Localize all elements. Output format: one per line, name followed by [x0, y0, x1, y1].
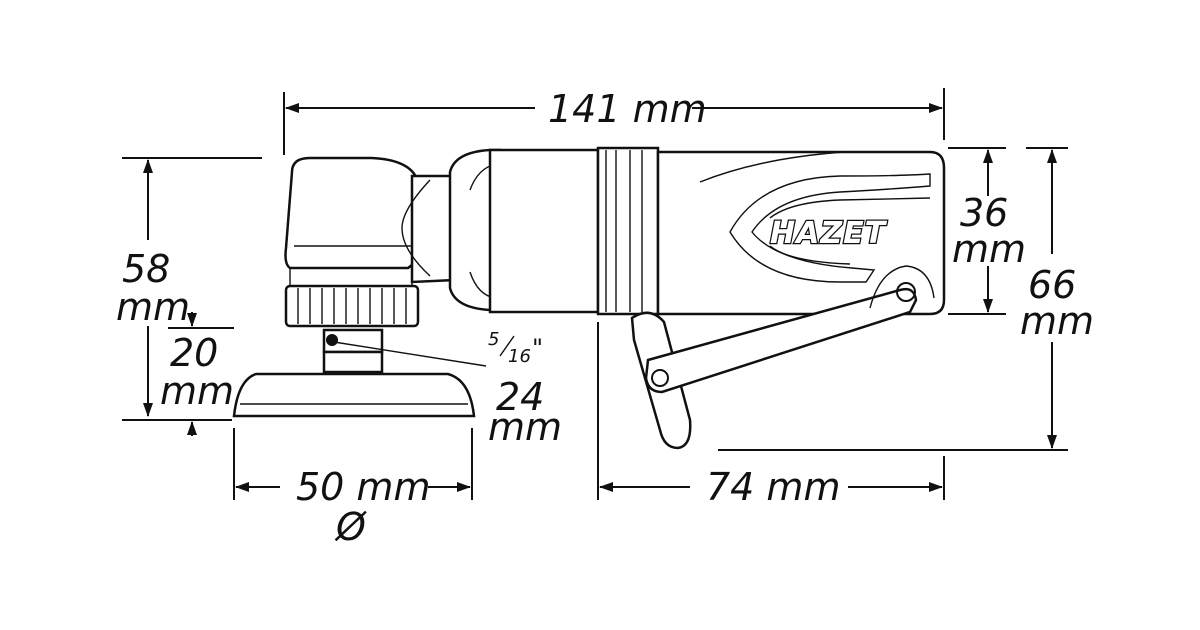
knurl-lines — [297, 288, 407, 324]
thread-inch-mark: " — [532, 334, 543, 362]
thread-denominator: 16 — [508, 346, 531, 367]
dim-overall-length-label: 141 mm — [548, 87, 707, 131]
dim-body-height: 36 mm — [948, 147, 1026, 315]
dim-head-height-unit: mm — [116, 285, 190, 329]
dim-body-height-unit: mm — [952, 227, 1026, 271]
dim-overall-length: 141 mm — [283, 87, 945, 155]
dim-pad-height-value: 24 — [496, 375, 544, 419]
dim-rear-length: 74 mm — [597, 322, 945, 509]
dim-pad-offset-unit: mm — [160, 369, 234, 413]
dim-rear-length-label: 74 mm — [706, 465, 840, 509]
dim-pad-offset-value: 20 — [170, 331, 218, 375]
dim-pad-diameter-label: 50 mm — [296, 465, 430, 509]
thread-numerator: 5 — [488, 329, 499, 350]
dim-pad-offset: 20 mm — [122, 312, 234, 436]
thread-callout: 5 16 " — [333, 329, 543, 367]
dim-total-height-unit: mm — [1020, 299, 1094, 343]
dim-pad-diameter: 50 mm Ø — [233, 428, 473, 549]
dim-head-height-value: 58 — [122, 247, 170, 291]
brand-logo: HAZET — [770, 216, 888, 251]
dim-pad-height-unit: mm — [488, 405, 562, 449]
dim-head-height: 58 mm — [116, 157, 262, 417]
dim-body-height-value: 36 — [960, 191, 1008, 235]
diameter-symbol: Ø — [334, 505, 367, 549]
dim-total-height: 66 mm — [718, 147, 1094, 451]
angle-grinder-outline — [232, 146, 946, 450]
dim-total-height-value: 66 — [1028, 263, 1076, 307]
